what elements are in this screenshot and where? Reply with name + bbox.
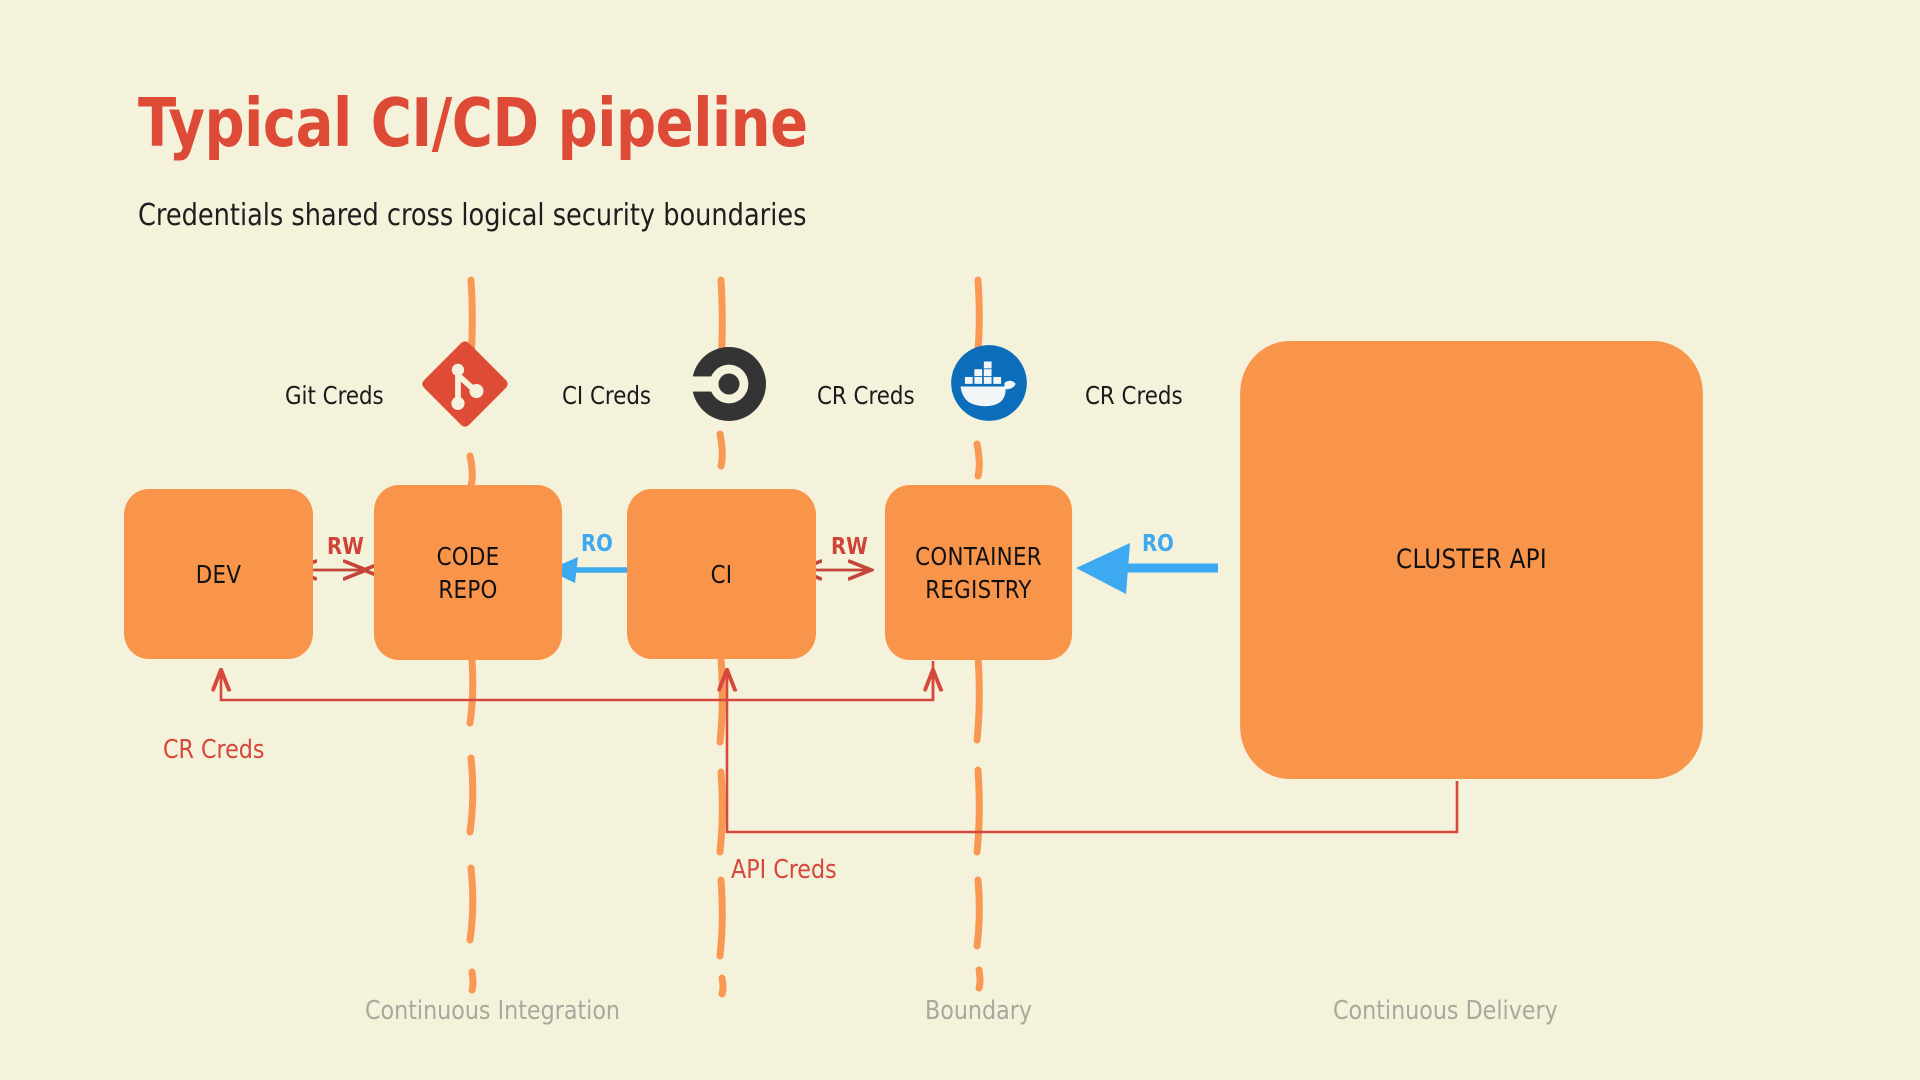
git-icon [421, 340, 509, 428]
access-label-rw-dev-repo: RW [327, 534, 364, 560]
route-label-cr-creds: CR Creds [163, 735, 265, 765]
node-cluster-api[interactable]: CLUSTER API [1240, 341, 1703, 779]
docker-icon [946, 340, 1032, 426]
zone-label-continuous-delivery: Continuous Delivery [1333, 996, 1558, 1026]
arrow-ro-cluster-to-registry [1076, 543, 1218, 594]
route-cr-creds [221, 661, 935, 702]
page-title: Typical CI/CD pipeline [138, 84, 808, 162]
node-dev-label: DEV [195, 559, 242, 589]
zone-label-boundary: Boundary [925, 996, 1033, 1026]
access-label-ro-cluster-registry: RO [1142, 531, 1174, 557]
node-ci-label: CI [710, 559, 733, 589]
route-label-api-creds: API Creds [731, 855, 837, 885]
boundary-line-2 [716, 276, 727, 998]
credential-label-git-creds: Git Creds [285, 381, 384, 410]
node-code-repo[interactable]: CODE REPO [373, 485, 563, 660]
page-subtitle: Credentials shared cross logical securit… [138, 198, 807, 233]
node-container-registry-label: CONTAINER REGISTRY [915, 541, 1042, 604]
route-api-creds [727, 672, 1459, 834]
node-cluster-api-label: CLUSTER API [1396, 544, 1547, 576]
node-dev[interactable]: DEV [123, 489, 314, 659]
node-container-registry[interactable]: CONTAINER REGISTRY [884, 485, 1073, 660]
credential-label-cr-creds-registry: CR Creds [817, 381, 915, 410]
access-label-rw-ci-registry: RW [831, 534, 868, 560]
access-label-ro-ci-repo: RO [581, 531, 613, 557]
credential-label-ci-creds: CI Creds [562, 381, 652, 410]
node-ci[interactable]: CI [626, 489, 817, 659]
zone-label-continuous-integration: Continuous Integration [365, 996, 621, 1026]
arrow-ro-ci-to-repo [548, 557, 635, 583]
node-code-repo-label: CODE REPO [436, 541, 500, 604]
circleci-icon [687, 342, 771, 426]
credential-label-cr-creds-cluster: CR Creds [1085, 381, 1183, 410]
